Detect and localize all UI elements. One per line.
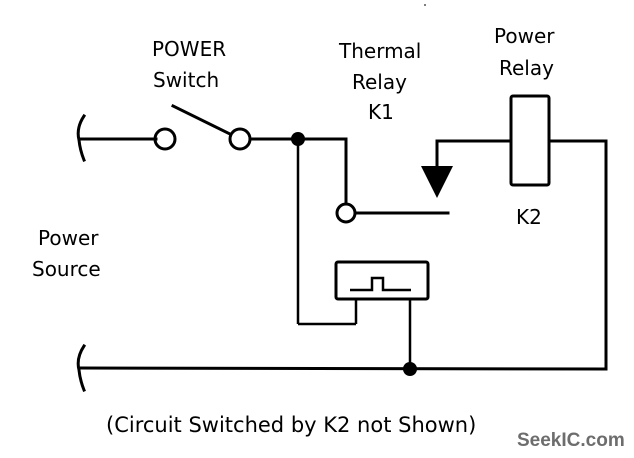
label-power-relay-1: Power <box>494 24 555 48</box>
label-power-source-2: Source <box>32 257 101 281</box>
junction-dot-bottom <box>403 362 417 376</box>
k1-contact <box>335 202 357 224</box>
watermark: SeekIC.com <box>517 430 625 451</box>
thermal-element-box <box>334 260 430 301</box>
wire-bottom-rail <box>78 366 608 371</box>
label-relay-k1: Relay <box>352 70 407 94</box>
source-terminal-bottom <box>76 343 87 392</box>
relay-k2-coil <box>509 94 551 187</box>
label-k2: K2 <box>516 205 542 229</box>
speck <box>424 4 426 6</box>
label-power-switch-1: POWER <box>152 37 226 61</box>
label-power-relay-2: Relay <box>499 56 554 80</box>
switch-contact-left <box>153 127 177 151</box>
switch-blade <box>170 103 233 137</box>
caption: (Circuit Switched by K2 not Shown) <box>106 413 476 437</box>
label-power-source-1: Power <box>38 226 99 250</box>
label-thermal: Thermal <box>338 39 421 63</box>
label-power-switch-2: Switch <box>153 68 219 92</box>
pulse-symbol-icon <box>350 276 411 292</box>
k2-contact-arrow-icon <box>421 166 453 198</box>
label-k1: K1 <box>368 100 394 124</box>
switch-contact-right <box>228 127 252 151</box>
